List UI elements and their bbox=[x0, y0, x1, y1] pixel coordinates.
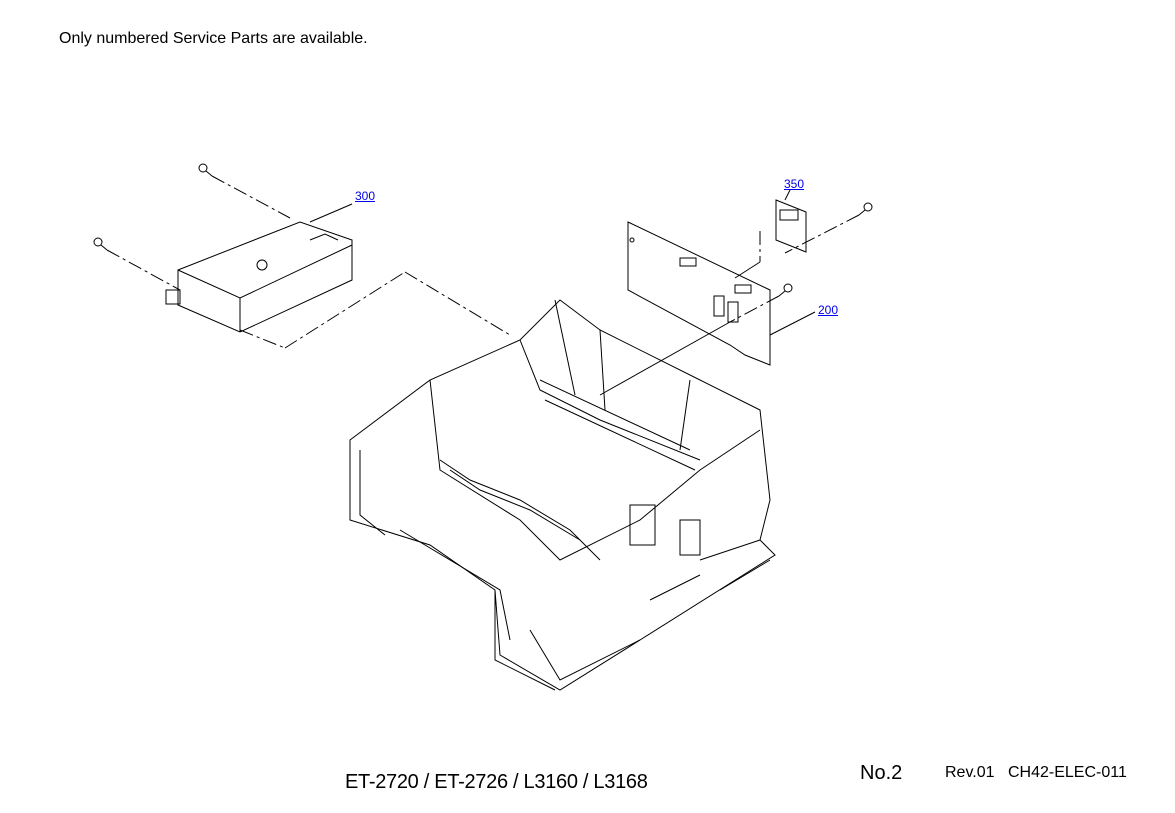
main-board bbox=[627, 221, 771, 366]
callout-350-link[interactable]: 350 bbox=[784, 177, 805, 191]
page-number: No.2 bbox=[860, 762, 903, 784]
document-code: CH42-ELEC-011 bbox=[1008, 764, 1127, 781]
screw-icon bbox=[93, 237, 108, 251]
availability-note: Only numbered Service Parts are availabl… bbox=[59, 30, 368, 47]
screw-icon bbox=[858, 202, 873, 216]
screw-icon bbox=[198, 163, 213, 177]
callout-300-link[interactable]: 300 bbox=[355, 189, 376, 203]
interface-board bbox=[775, 199, 807, 253]
callout-200-link[interactable]: 200 bbox=[818, 303, 839, 317]
revision: Rev.01 bbox=[945, 764, 995, 781]
screw-icon bbox=[778, 283, 793, 297]
power-supply-unit bbox=[165, 221, 353, 333]
printer-mechanism bbox=[349, 299, 776, 691]
model-list: ET-2720 / ET-2726 / L3160 / L3168 bbox=[345, 771, 648, 793]
